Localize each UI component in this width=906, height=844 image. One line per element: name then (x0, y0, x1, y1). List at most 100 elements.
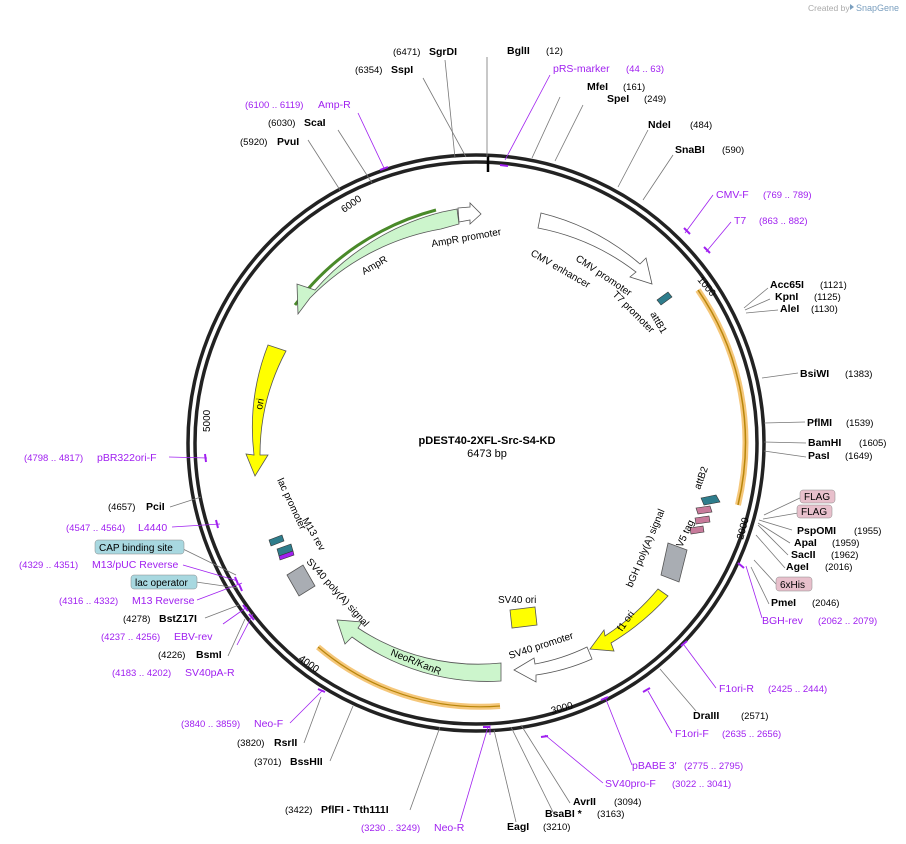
map-title: pDEST40-2XFL-Src-S4-KD (419, 435, 556, 447)
enzyme-pflfi: PflFI - Tth111I (321, 804, 389, 816)
enzyme-scai: ScaI (304, 117, 326, 129)
enzyme-eagi: EagI (507, 821, 529, 833)
sv40-polya-box (286, 564, 316, 597)
backbone-inner (193, 160, 759, 726)
primer-m13-puc-reverse: M13/pUC Reverse (92, 559, 179, 571)
primer-pbabe-3: pBABE 3' (632, 760, 677, 772)
primer-prs-marker: pRS-marker (553, 63, 610, 75)
primer-pos-t7: (863 .. 882) (759, 216, 808, 227)
backbone-outer (186, 153, 766, 733)
primer-pos-f1ori-r: (2425 .. 2444) (768, 684, 827, 695)
pill-flag-1-label: FLAG (804, 492, 830, 503)
ori-arrow (245, 344, 287, 477)
enzyme-pos-kpni: (1125) (814, 292, 841, 303)
t7-promoter-label: T7 promoter (610, 289, 657, 336)
pill-flag-2: FLAG (762, 504, 833, 520)
enzyme-draiii: DraIII (693, 710, 719, 722)
flag-box-1 (695, 505, 713, 515)
enzyme-bstz17i: BstZ17I (159, 613, 197, 625)
enzyme-pos-bsiwi: (1383) (845, 369, 872, 380)
primer-pos-neo-f: (3840 .. 3859) (181, 719, 240, 730)
ori-label: ori (254, 398, 267, 411)
enzyme-pos-pasi: (1649) (845, 451, 872, 462)
sv40-ori-box (509, 606, 538, 629)
enzyme-pos-bglii: (12) (546, 46, 563, 57)
ampr-arrow (296, 208, 460, 316)
orf-line (697, 289, 747, 506)
bgh-label: bGH poly(A) signal (625, 508, 668, 590)
enzyme-pos-rsrii: (3820) (237, 738, 264, 749)
cmv-arrow (537, 212, 653, 285)
enzyme-pos-alei: (1130) (811, 304, 838, 315)
pill-lac-operator-label: lac operator (135, 578, 188, 589)
pill-cap-label: CAP binding site (99, 543, 173, 554)
primer-sv40pa-r: SV40pA-R (185, 667, 235, 679)
m13-rev-label: M13 rev (299, 516, 327, 553)
enzyme-sspi: SspI (391, 64, 413, 76)
primer-pos-l4440: (4547 .. 4564) (66, 523, 125, 534)
enzyme-pcii: PciI (146, 501, 165, 513)
pill-flag-1: FLAG (763, 489, 836, 516)
enzyme-pos-draiii: (2571) (741, 711, 768, 722)
sv40-ori-label: SV40 ori (498, 595, 536, 606)
snapgene-logo-icon (850, 4, 854, 10)
enzyme-pos-mfei: (161) (623, 82, 645, 93)
primer-t7: T7 (734, 215, 746, 227)
enzyme-agei: AgeI (786, 561, 809, 573)
enzyme-pflmi: PflMI (807, 417, 832, 429)
attb2-label: attB2 (692, 465, 710, 491)
enzyme-avrii: AvrII (573, 796, 596, 808)
enzyme-pos-sspi: (6354) (355, 65, 382, 76)
primer-pos-prs-marker: (44 .. 63) (626, 64, 664, 75)
enzyme-pos-ndei: (484) (690, 120, 712, 131)
primer-pos-bgh-rev: (2062 .. 2079) (818, 616, 877, 627)
primer-neo-r: Neo-R (434, 822, 465, 834)
pill-6xhis-label: 6xHis (780, 580, 805, 591)
enzyme-pos-bsshii: (3701) (254, 757, 281, 768)
enzyme-pos-bsmi: (4226) (158, 650, 185, 661)
enzyme-bsabi: BsaBI * (545, 808, 583, 820)
enzyme-pos-avrii: (3094) (614, 797, 641, 808)
ampr-label: AmpR (360, 254, 390, 277)
enzyme-pos-bsabi: (3163) (597, 809, 624, 820)
credit-prefix: Created by (808, 3, 850, 13)
primer-pos-m13-puc-reverse: (4329 .. 4351) (19, 560, 78, 571)
neor-line (317, 646, 501, 708)
primer-ebv-rev: EBV-rev (174, 631, 213, 643)
primer-pos-pbr322ori-f: (4798 .. 4817) (24, 453, 83, 464)
enzyme-pos-sgrdi: (6471) (393, 47, 420, 58)
primer-m13-reverse: M13 Reverse (132, 595, 195, 607)
enzyme-pmei: PmeI (771, 597, 796, 609)
enzyme-pos-scai: (6030) (268, 118, 295, 129)
enzyme-rsrii: RsrII (274, 737, 297, 749)
lac-box (268, 534, 285, 547)
enzyme-sacii: SacII (791, 549, 816, 561)
enzyme-apai: ApaI (794, 537, 817, 549)
enzyme-snabi: SnaBI (675, 144, 705, 156)
enzyme-acc65i: Acc65I (770, 279, 804, 291)
primer-pos-cmv-f: (769 .. 789) (763, 190, 812, 201)
enzyme-pasi: PasI (808, 450, 830, 462)
enzyme-pos-agei: (2016) (825, 562, 852, 573)
enzyme-bsiwi: BsiWI (800, 368, 829, 380)
primer-neo-f: Neo-F (254, 718, 283, 730)
enzyme-pos-bstz17i: (4278) (123, 614, 150, 625)
m13-primer-box (278, 550, 295, 561)
primer-pbr322ori-f: pBR322ori-F (97, 452, 157, 464)
enzyme-pos-sacii: (1962) (831, 550, 858, 561)
enzyme-pos-eagi: (3210) (543, 822, 570, 833)
enzyme-pspomi: PspOMI (797, 525, 836, 537)
enzyme-pos-pspomi: (1955) (854, 526, 881, 537)
pill-cap-binding-site: CAP binding site (94, 539, 237, 576)
sv40-polya-label: SV40 poly(A) signal (304, 557, 371, 630)
attb1-box (656, 291, 673, 306)
enzyme-mfei: MfeI (587, 81, 608, 93)
flag-box-2 (694, 515, 711, 525)
primer-pos-amp-r: (6100 .. 6119) (245, 100, 303, 111)
pill-lac-operator: lac operator (130, 574, 239, 590)
enzyme-kpni: KpnI (775, 291, 798, 303)
primer-bgh-rev: BGH-rev (762, 615, 804, 627)
neor-arrow (336, 619, 502, 682)
primer-labels: pRS-marker (44 .. 63) (6100 .. 6119) Amp… (19, 63, 877, 834)
